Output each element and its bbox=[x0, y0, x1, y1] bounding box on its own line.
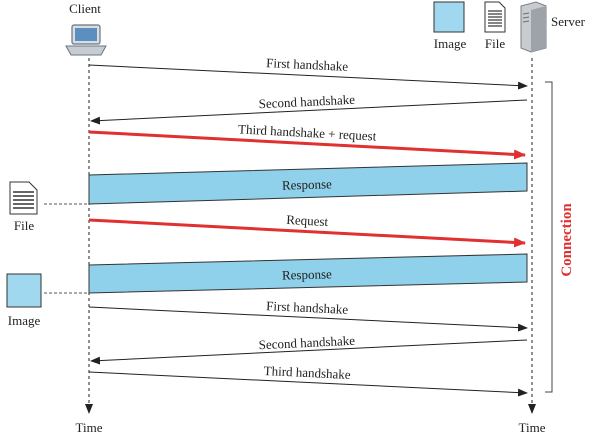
third-handshake-request-label: Third handshake + request bbox=[238, 121, 377, 143]
file-icon bbox=[484, 1, 506, 33]
response-band-2 bbox=[88, 253, 528, 294]
response-label-2: Response bbox=[282, 266, 332, 282]
laptop-icon bbox=[65, 24, 107, 56]
connection-label: Connection bbox=[559, 203, 575, 277]
server-image-label: Image bbox=[434, 36, 467, 51]
client-label: Client bbox=[69, 1, 101, 16]
server-label: Server bbox=[551, 14, 586, 29]
second-handshake-label: Second handshake bbox=[258, 92, 355, 112]
third-handshake-request-arrow bbox=[88, 130, 526, 160]
client-file-label: File bbox=[14, 218, 34, 233]
third-handshake-arrow bbox=[88, 371, 528, 397]
request-label: Request bbox=[286, 212, 329, 229]
image-icon bbox=[6, 273, 42, 308]
third-handshake-label: Third handshake bbox=[263, 363, 351, 382]
server-icon bbox=[520, 1, 547, 53]
connection-bracket bbox=[545, 81, 553, 393]
second-handshake-arrow bbox=[90, 99, 528, 125]
client-image-label: Image bbox=[8, 313, 41, 328]
response-label-1: Response bbox=[282, 176, 332, 192]
first-handshake-arrow-2 bbox=[88, 306, 528, 332]
image-icon bbox=[433, 1, 465, 33]
time-left-label: Time bbox=[76, 420, 103, 435]
first-handshake-arrow bbox=[88, 64, 528, 90]
first-handshake-label-2: First handshake bbox=[266, 298, 349, 317]
server-file-label: File bbox=[485, 36, 505, 51]
time-right-label: Time bbox=[519, 420, 546, 435]
first-handshake-label: First handshake bbox=[266, 55, 349, 74]
file-icon bbox=[9, 181, 38, 215]
second-handshake-label-2: Second handshake bbox=[258, 333, 355, 353]
request-arrow bbox=[88, 218, 526, 248]
response-band-1 bbox=[88, 162, 528, 205]
second-handshake-arrow-2 bbox=[90, 339, 528, 365]
